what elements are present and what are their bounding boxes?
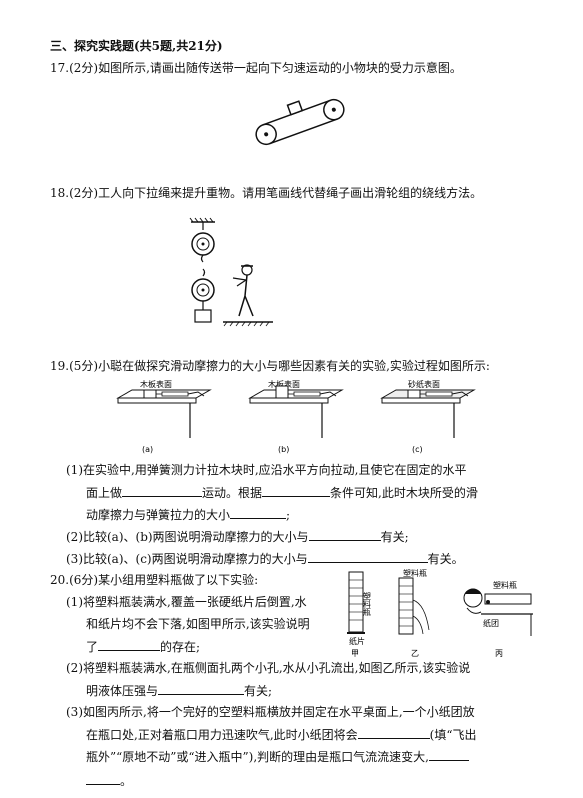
- fig-jia-card-label: 纸片: [349, 636, 365, 646]
- q20-part3-line4: 。: [86, 772, 132, 789]
- q20-p1-text-b: 的存在;: [160, 640, 201, 654]
- q19-part2: (2)比较(a)、(b)两图说明滑动摩擦力的大小与 有关;: [66, 528, 409, 545]
- q19-part1-line2: 面上做 运动。根据 条件可知,此时木块所受的滑: [86, 484, 478, 501]
- q19-part1-line3: 动摩擦力与弹簧拉力的大小;: [86, 506, 290, 523]
- q19-p1-text-a: 面上做: [86, 486, 123, 500]
- answer-blank-equal[interactable]: [230, 506, 287, 519]
- surface-label-a: 木板表面: [140, 379, 172, 389]
- fig-yi-bottle-label: 塑料瓶: [403, 568, 427, 578]
- caption-c: (c): [412, 445, 423, 454]
- q20-part3-line3: 瓶外”“原地不动”或“进入瓶中”),判断的理由是瓶口气流流速变大,: [86, 748, 469, 765]
- q19-part3: (3)比较(a)、(c)两图说明滑动摩擦力的大小与 有关。: [66, 550, 464, 567]
- q20-p3-text-b: (填“飞出: [429, 728, 477, 742]
- surface-label-b: 木板表面: [268, 379, 300, 389]
- answer-blank-condition[interactable]: [262, 484, 331, 497]
- fig-jia-label: 甲: [351, 649, 359, 658]
- caption-b: (b): [278, 445, 289, 454]
- fig-yi-label: 乙: [411, 649, 419, 658]
- question-18: 18.(2分)工人向下拉绳来提升重物。请用笔画线代替绳子画出滑轮组的绕线方法。: [50, 186, 483, 200]
- fig-bing-paper-label: 纸团: [483, 618, 499, 628]
- q19-p1-text-e: ;: [286, 508, 291, 522]
- question-20: 20.(6分)某小组用塑料瓶做了以下实验:: [50, 573, 259, 587]
- bottle-figures: 塑料瓶 纸片 甲 塑料瓶 乙 塑料瓶 纸团 丙: [347, 568, 533, 658]
- answer-blank-depth[interactable]: [158, 682, 245, 695]
- q20-part2-line1: (2)将塑料瓶装满水,在瓶侧面扎两个小孔,水从小孔流出,如图乙所示,该实验说: [66, 661, 471, 675]
- q20-part1-line2: 和纸片均不会下落,如图甲所示,该实验说明: [86, 617, 310, 631]
- answer-blank-paper-motion[interactable]: [357, 726, 430, 739]
- answer-blank-atmosphere[interactable]: [98, 638, 161, 651]
- q19-p2-text-a: (2)比较(a)、(b)两图说明滑动摩擦力的大小与: [66, 530, 309, 544]
- q20-p2-text-a: 明液体压强与: [86, 684, 159, 698]
- q20-part1-line1: (1)将塑料瓶装满水,覆盖一张硬纸片后倒置,水: [66, 595, 307, 609]
- answer-blank-motion[interactable]: [122, 484, 203, 497]
- answer-blank-reason-end[interactable]: [86, 772, 120, 785]
- q20-p3-text-d: 。: [120, 774, 133, 788]
- answer-blank-roughness[interactable]: [307, 550, 428, 563]
- q20-part3-line2: 在瓶口处,正对着瓶口用力迅速吹气,此时小纸团将会 (填“飞出: [86, 726, 476, 743]
- caption-a: (a): [142, 445, 153, 454]
- surface-label-c: 砂纸表面: [408, 379, 440, 389]
- q20-p1-text-a: 了: [86, 640, 99, 654]
- q20-part3-line1: (3)如图丙所示,将一个完好的空塑料瓶横放并固定在水平桌面上,一个小纸团放: [66, 705, 475, 719]
- q19-p1-text-b: 运动。根据: [202, 486, 263, 500]
- q20-part1-line3: 了 的存在;: [86, 638, 200, 655]
- friction-figure: 木板表面 (a) 木板表面 (b) 砂纸表面 (c): [116, 379, 476, 454]
- q20-p2-text-b: 有关;: [244, 684, 273, 698]
- conveyor-belt-figure: [255, 98, 345, 146]
- answer-blank-pressure[interactable]: [308, 528, 381, 541]
- q20-p3-text-c: 瓶外”“原地不动”或“进入瓶中”),判断的理由是瓶口气流流速变大,: [86, 750, 429, 764]
- q19-p3-text-a: (3)比较(a)、(c)两图说明滑动摩擦力的大小与: [66, 552, 308, 566]
- q19-p1-text-c: 条件可知,此时木块所受的滑: [330, 486, 478, 500]
- fig-bing-label: 丙: [495, 649, 503, 658]
- q19-p3-text-b: 有关。: [427, 552, 464, 566]
- question-17: 17.(2分)如图所示,请画出随传送带一起向下匀速运动的小物块的受力示意图。: [50, 61, 462, 75]
- q20-p3-text-a: 在瓶口处,正对着瓶口用力迅速吹气,此时小纸团将会: [86, 728, 358, 742]
- q19-part1-line1: (1)在实验中,用弹簧测力计拉木块时,应沿水平方向拉动,且使它在固定的水平: [66, 463, 467, 477]
- answer-blank-reason-start[interactable]: [429, 748, 469, 761]
- question-19: 19.(5分)小聪在做探究滑动摩擦力的大小与哪些因素有关的实验,实验过程如图所示…: [50, 359, 490, 373]
- q20-part2-line2: 明液体压强与 有关;: [86, 682, 272, 699]
- fig-bing-bottle-label: 塑料瓶: [493, 580, 517, 590]
- q19-p1-text-d: 动摩擦力与弹簧拉力的大小: [86, 508, 231, 522]
- fig-jia-bottle-label: 塑料瓶: [363, 592, 372, 617]
- pulley-figure: [189, 217, 273, 327]
- section-title: 三、探究实践题(共5题,共21分): [50, 39, 223, 53]
- q19-p2-text-b: 有关;: [380, 530, 409, 544]
